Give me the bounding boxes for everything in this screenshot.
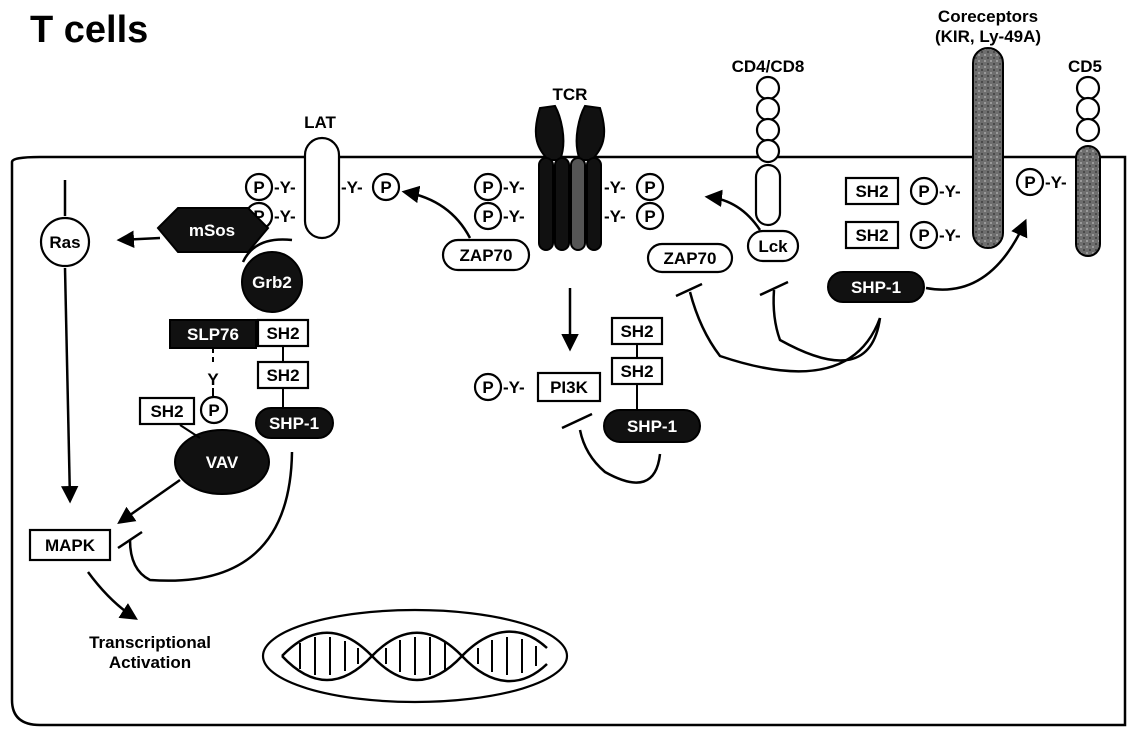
svg-text:P: P — [644, 207, 655, 226]
slp76-label: SLP76 — [187, 325, 239, 344]
grb2-label: Grb2 — [252, 273, 292, 292]
svg-text:P: P — [380, 178, 391, 197]
svg-text:-Y-: -Y- — [503, 207, 525, 226]
slp76-y-label: Y — [207, 370, 219, 389]
left-shp1-label: SHP-1 — [269, 414, 319, 433]
coreceptor-sh2-bottom: SH2 P -Y- — [846, 222, 961, 248]
vav-phospho-label: P — [208, 401, 219, 420]
cd5-label: CD5 — [1068, 57, 1102, 76]
coreceptor-sh2-top: SH2 P -Y- — [846, 178, 961, 204]
pi3k-phospho-label: P — [482, 378, 493, 397]
svg-text:P: P — [644, 178, 655, 197]
lck-label: Lck — [758, 237, 788, 256]
lat-label: LAT — [304, 113, 336, 132]
cd5-receptor — [1076, 77, 1100, 256]
coreceptors-label-2: (KIR, Ly-49A) — [935, 27, 1041, 46]
tcr-phospho-left: P -Y- P -Y- — [475, 174, 525, 229]
middle-sh2-top-label: SH2 — [620, 322, 653, 341]
left-sh2-top-label: SH2 — [266, 324, 299, 343]
svg-text:-Y-: -Y- — [604, 207, 626, 226]
msos-label: mSos — [189, 221, 235, 240]
cd4cd8-label: CD4/CD8 — [732, 57, 805, 76]
svg-text:-Y-: -Y- — [503, 178, 525, 197]
svg-text:P: P — [482, 207, 493, 226]
vav-label: VAV — [206, 453, 239, 472]
lat-phospho-right: -Y- P — [341, 174, 399, 200]
cd5-phospho-label: P — [1024, 173, 1035, 192]
zap70-inhibition-bar — [676, 284, 702, 296]
svg-text:-Y-: -Y- — [341, 178, 363, 197]
sh2-vav-link — [180, 425, 200, 438]
msos-to-ras-arrow — [120, 238, 160, 240]
svg-text:P: P — [918, 226, 929, 245]
middle-shp1-label: SHP-1 — [627, 417, 677, 436]
svg-text:-Y-: -Y- — [274, 207, 296, 226]
coreceptors-label-1: Coreceptors — [938, 7, 1038, 26]
svg-text:-Y-: -Y- — [604, 178, 626, 197]
ras-to-mapk-arrow — [65, 268, 70, 500]
lat-phospho-left-top: P -Y- — [246, 174, 296, 200]
left-sh2-bottom-label: SH2 — [266, 366, 299, 385]
svg-text:-Y-: -Y- — [939, 182, 961, 201]
pi3k-label: PI3K — [550, 378, 589, 397]
coreceptor-receptor — [973, 48, 1003, 248]
middle-inhibition-bar — [562, 414, 592, 428]
diagram-title: T cells — [30, 9, 148, 51]
zap70-left-label: ZAP70 — [460, 246, 513, 265]
svg-text:P: P — [482, 178, 493, 197]
mapk-label: MAPK — [45, 536, 96, 555]
svg-text:-Y-: -Y- — [274, 178, 296, 197]
zap70-right-label: ZAP70 — [664, 249, 717, 268]
tcr-receptor — [536, 106, 604, 250]
transcription-label-2: Activation — [109, 653, 191, 672]
cd5-y-label: -Y- — [1045, 173, 1067, 192]
mapk-to-transcription-arrow — [88, 572, 135, 618]
middle-sh2-bottom-label: SH2 — [620, 362, 653, 381]
svg-text:P: P — [253, 178, 264, 197]
svg-text:SH2: SH2 — [855, 182, 888, 201]
zap70-to-lat-arrow — [405, 192, 470, 238]
cd4cd8-receptor — [756, 77, 780, 225]
svg-text:-Y-: -Y- — [939, 226, 961, 245]
tcr-label: TCR — [553, 85, 588, 104]
svg-text:P: P — [918, 182, 929, 201]
vav-sh2-label: SH2 — [150, 402, 183, 421]
lat-receptor — [305, 138, 339, 238]
vav-to-mapk-arrow — [120, 480, 180, 522]
ras-label: Ras — [49, 233, 80, 252]
pi3k-y-label: -Y- — [503, 378, 525, 397]
tcr-phospho-right: -Y- P -Y- P — [604, 174, 663, 229]
svg-text:SH2: SH2 — [855, 226, 888, 245]
right-shp1-label: SHP-1 — [851, 278, 901, 297]
transcription-label-1: Transcriptional — [89, 633, 211, 652]
lck-to-tcr-arrow — [708, 197, 760, 230]
